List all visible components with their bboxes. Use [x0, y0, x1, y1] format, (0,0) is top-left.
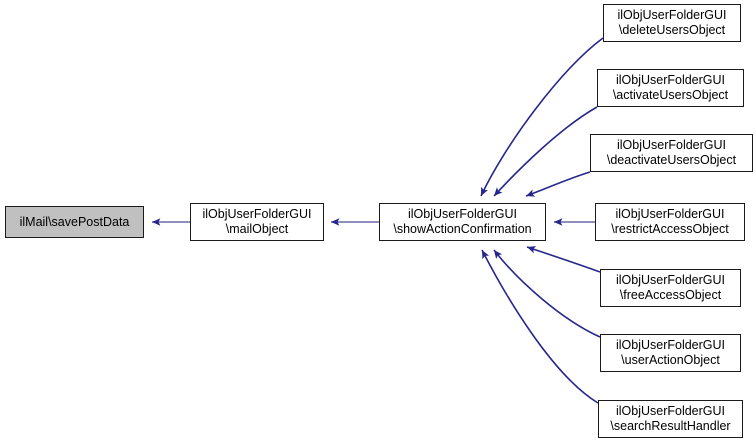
node-label-line2: \searchResultHandler	[610, 419, 731, 433]
node-label-line1: ilObjUserFolderGUI	[615, 73, 726, 87]
node-label-line2: \showActionConfirmation	[393, 222, 532, 236]
node-ilobjuserfoldergui-searchresulthandler[interactable]: ilObjUserFolderGUI \searchResultHandler	[598, 400, 743, 438]
node-label-line1: ilMail\savePostData	[19, 214, 130, 229]
node-label-line1: ilObjUserFolderGUI	[407, 207, 518, 221]
node-label-line2: \userActionObject	[621, 353, 720, 367]
node-ilobjuserfoldergui-deleteusersobject[interactable]: ilObjUserFolderGUI \deleteUsersObject	[603, 4, 741, 42]
node-ilobjuserfoldergui-useractionobject[interactable]: ilObjUserFolderGUI \userActionObject	[600, 334, 741, 372]
node-label-line1: ilObjUserFolderGUI	[615, 338, 726, 352]
node-ilobjuserfoldergui-activateusersobject[interactable]: ilObjUserFolderGUI \activateUsersObject	[597, 69, 744, 107]
node-label-line1: ilObjUserFolderGUI	[617, 8, 727, 22]
node-label-line1: ilObjUserFolderGUI	[615, 207, 725, 221]
edge-activateUsersObject-to-hub	[493, 106, 598, 197]
node-label-line2: \activateUsersObject	[612, 88, 729, 102]
node-label-line1: ilObjUserFolderGUI	[615, 404, 726, 418]
node-ilobjuserfoldergui-freeaccessobject[interactable]: ilObjUserFolderGUI \freeAccessObject	[600, 269, 741, 307]
node-ilobjuserfoldergui-restrictaccessobject[interactable]: ilObjUserFolderGUI \restrictAccessObject	[595, 203, 745, 241]
node-ilobjuserfoldergui-showactionconfirmation[interactable]: ilObjUserFolderGUI \showActionConfirmati…	[379, 203, 546, 241]
node-ilmail-savepostdata[interactable]: ilMail\savePostData	[5, 206, 144, 238]
node-ilobjuserfoldergui-mailobject[interactable]: ilObjUserFolderGUI \mailObject	[190, 203, 324, 241]
node-label-line2: \mailObject	[225, 222, 289, 236]
edge-deleteUsersObject-to-hub	[480, 37, 604, 197]
node-label-line1: ilObjUserFolderGUI	[615, 273, 726, 287]
edge-searchResultHandler-to-hub	[481, 249, 599, 404]
node-ilobjuserfoldergui-deactivateusersobject[interactable]: ilObjUserFolderGUI \deactivateUsersObjec…	[590, 134, 753, 172]
node-label-line2: \deactivateUsersObject	[606, 153, 737, 167]
edge-freeAccessObject-to-hub	[526, 246, 601, 273]
node-label-line2: \deleteUsersObject	[618, 23, 726, 37]
node-label-line1: ilObjUserFolderGUI	[616, 138, 727, 152]
node-label-line2: \freeAccessObject	[619, 288, 722, 302]
edge-userActionObject-to-hub	[493, 249, 601, 338]
node-label-line2: \restrictAccessObject	[611, 222, 729, 236]
node-label-line1: ilObjUserFolderGUI	[202, 207, 312, 221]
edge-deactivateUsersObject-to-hub	[525, 171, 591, 197]
